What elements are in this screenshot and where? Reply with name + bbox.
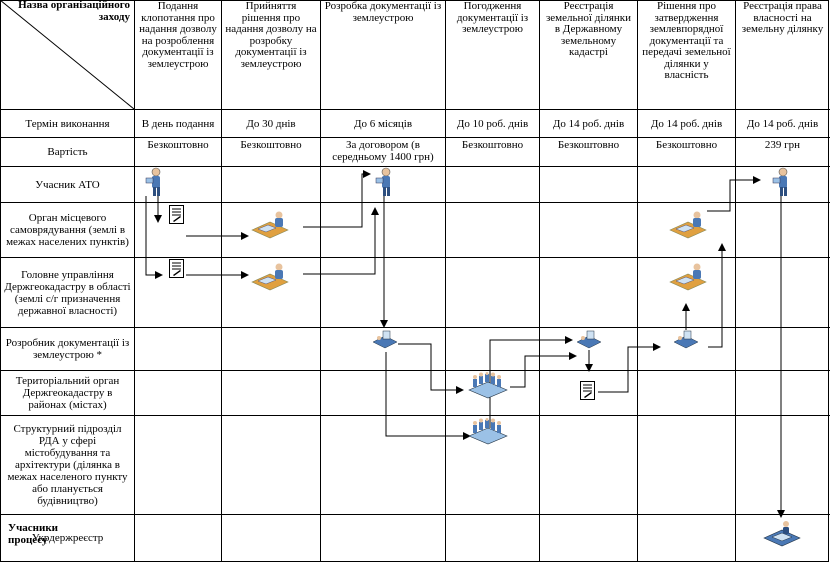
document-icon <box>169 205 184 224</box>
step-title-7: Реєстрація права власності на земельну д… <box>741 1 824 35</box>
step-title-1: Подання клопотання про надання дозволу н… <box>139 1 217 70</box>
person-icon <box>145 167 161 196</box>
cost-4: Безкоштовно <box>461 139 524 151</box>
participant-developer: Розробник документації із землеустрою * <box>5 337 130 361</box>
official-at-desk-icon <box>669 211 707 239</box>
participant-local-government: Орган місцевого самоврядування (землі в … <box>6 212 129 248</box>
official-at-desk-icon <box>669 263 707 291</box>
person-icon <box>772 167 788 196</box>
step-title-6: Рішення про затвердження землевпорядної … <box>642 1 731 81</box>
meeting-table-icon <box>468 418 508 445</box>
workstation-icon <box>673 330 699 349</box>
participant-geocadastre-district: Територіальний орган Держгеокадастру в р… <box>15 375 120 411</box>
term-2: До 30 днів <box>246 117 296 130</box>
workstation-icon <box>372 330 398 349</box>
step-title-2: Прийняття рішення про надання дозволу на… <box>225 1 317 70</box>
document-icon <box>169 259 184 278</box>
term-label: Термін виконання <box>25 117 110 130</box>
registry-server-icon <box>763 521 801 547</box>
participant-rda-architecture: Структурний підрозділ РДА у сфері містоб… <box>7 423 128 507</box>
step-title-4: Погодження документації із землеустрою <box>456 1 529 35</box>
cost-1: Безкоштовно <box>147 139 209 151</box>
cost-3: За договором (в середньому 1400 грн) <box>332 139 434 163</box>
cost-5: Безкоштовно <box>557 139 620 151</box>
workstation-icon <box>576 330 602 349</box>
official-at-desk-icon <box>251 211 289 239</box>
cost-2: Безкоштовно <box>240 139 302 151</box>
document-icon <box>580 381 595 400</box>
cost-label: Вартість <box>47 146 88 158</box>
term-5: До 14 роб. днів <box>552 117 625 130</box>
participant-geocadastre-region: Головне управління Держгеокадастру в обл… <box>4 268 131 317</box>
participant-ukrderzhreestr: Укрдержреєстр <box>31 532 104 544</box>
participant-ato: Учасник АТО <box>35 178 100 191</box>
corner-participants: Учасники процесу <box>8 522 59 546</box>
cost-6: Безкоштовно <box>655 139 718 151</box>
person-icon <box>375 167 391 196</box>
step-title-3: Розробка документації із землеустрою <box>324 1 442 24</box>
term-3: До 6 місяців <box>353 117 413 130</box>
cost-7: 239 грн <box>764 139 801 151</box>
term-7: До 14 роб. днів <box>746 117 819 130</box>
meeting-table-icon <box>468 372 508 399</box>
corner-title: Назва організаційного заходу <box>18 0 130 23</box>
term-6: До 14 роб. днів <box>650 117 723 130</box>
step-title-5: Реєстрація земельної ділянки в Державном… <box>545 1 632 58</box>
official-at-desk-icon <box>251 263 289 291</box>
term-4: До 10 роб. днів <box>456 117 529 130</box>
term-1: В день подання <box>141 117 215 130</box>
